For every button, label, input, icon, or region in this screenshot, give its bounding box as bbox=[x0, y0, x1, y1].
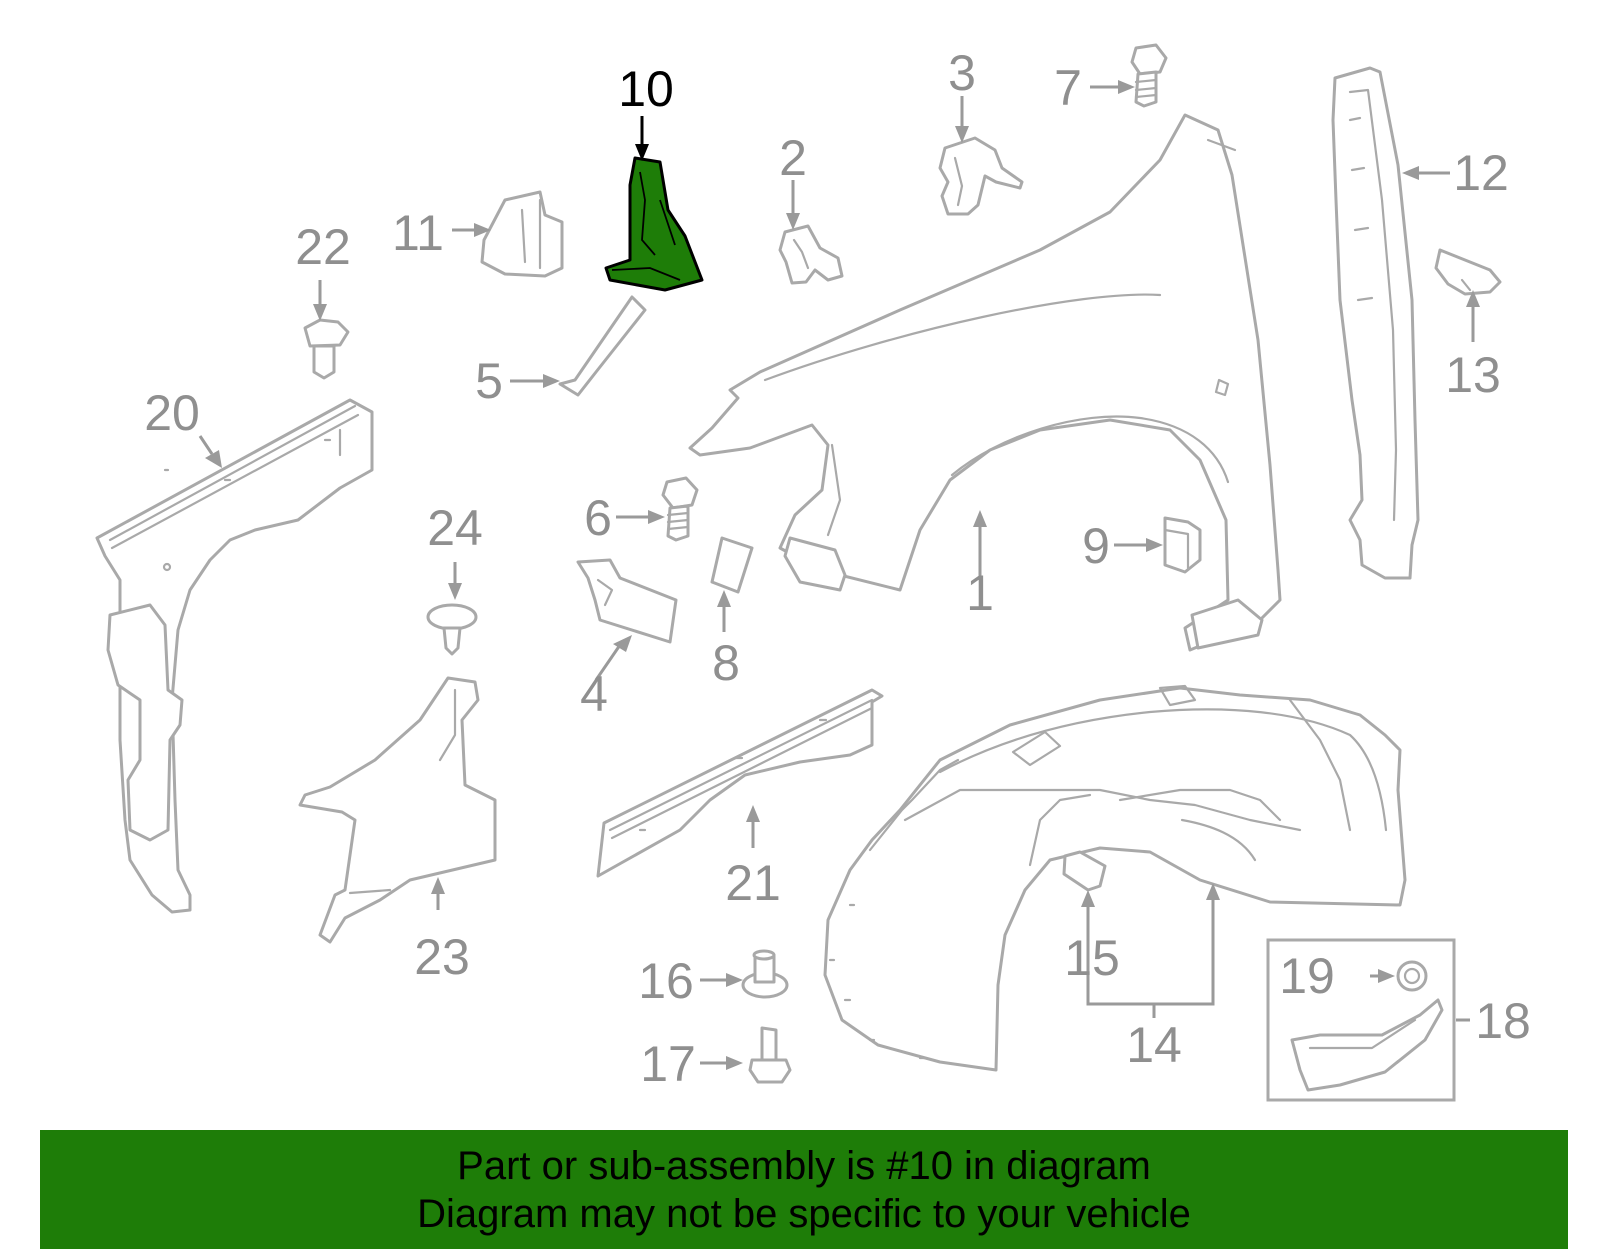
part-10-bracket bbox=[604, 156, 704, 292]
part-5-strip bbox=[558, 295, 647, 397]
part-21-rail bbox=[596, 688, 884, 878]
part-17-bolt bbox=[748, 1026, 792, 1084]
callout-4: 4 bbox=[580, 666, 608, 722]
callout-18: 18 bbox=[1475, 993, 1531, 1049]
callout-21: 21 bbox=[725, 855, 781, 911]
callout-6: 6 bbox=[584, 490, 612, 546]
callout-11: 11 bbox=[392, 205, 444, 261]
callout-1: 1 bbox=[966, 565, 994, 621]
callout-22: 22 bbox=[295, 219, 351, 275]
callout-13: 13 bbox=[1445, 347, 1501, 403]
callout-9: 9 bbox=[1082, 518, 1110, 574]
callout-24: 24 bbox=[427, 500, 483, 556]
footer-line-1: Part or sub-assembly is #10 in diagram bbox=[457, 1144, 1151, 1188]
part-15-clip bbox=[1062, 850, 1107, 892]
part-16-pin bbox=[741, 949, 789, 999]
callout-16: 16 bbox=[638, 953, 694, 1009]
callout-8: 8 bbox=[712, 635, 740, 691]
callout-14: 14 bbox=[1126, 1017, 1182, 1073]
part-18-group bbox=[1266, 938, 1456, 1102]
part-7-bolt bbox=[1130, 43, 1168, 108]
callout-19: 19 bbox=[1279, 948, 1335, 1004]
part-23-shield bbox=[298, 676, 497, 944]
callout-23: 23 bbox=[414, 929, 470, 985]
callout-7: 7 bbox=[1054, 60, 1082, 116]
part-2-clip bbox=[778, 224, 844, 285]
callout-2: 2 bbox=[779, 130, 807, 186]
callout-20: 20 bbox=[144, 385, 200, 441]
callout-5: 5 bbox=[475, 353, 503, 409]
callout-15: 15 bbox=[1064, 930, 1120, 986]
part-13-clip bbox=[1434, 248, 1502, 296]
callout-17: 17 bbox=[640, 1036, 696, 1092]
part-11-block bbox=[480, 190, 564, 278]
footer-line-2: Diagram may not be specific to your vehi… bbox=[417, 1192, 1191, 1236]
part-24-pin bbox=[426, 603, 478, 656]
part-9-plug bbox=[1163, 516, 1202, 574]
part-22-clip bbox=[303, 318, 350, 380]
part-8-pad bbox=[710, 536, 754, 594]
part-20-apron bbox=[95, 398, 374, 914]
part-12-panel bbox=[1331, 66, 1420, 580]
part-14-liner bbox=[823, 684, 1407, 1072]
part-4-bracket bbox=[576, 558, 678, 644]
callout-12: 12 bbox=[1453, 145, 1509, 201]
part-3-bracket bbox=[938, 136, 1024, 216]
part-1-fender bbox=[688, 113, 1282, 652]
callout-10: 10 bbox=[618, 61, 674, 117]
footer-banner: Part or sub-assembly is #10 in diagram D… bbox=[40, 1130, 1568, 1249]
callout-3: 3 bbox=[948, 45, 976, 101]
leader-lines bbox=[198, 80, 1480, 1070]
part-6-bolt bbox=[661, 476, 699, 542]
